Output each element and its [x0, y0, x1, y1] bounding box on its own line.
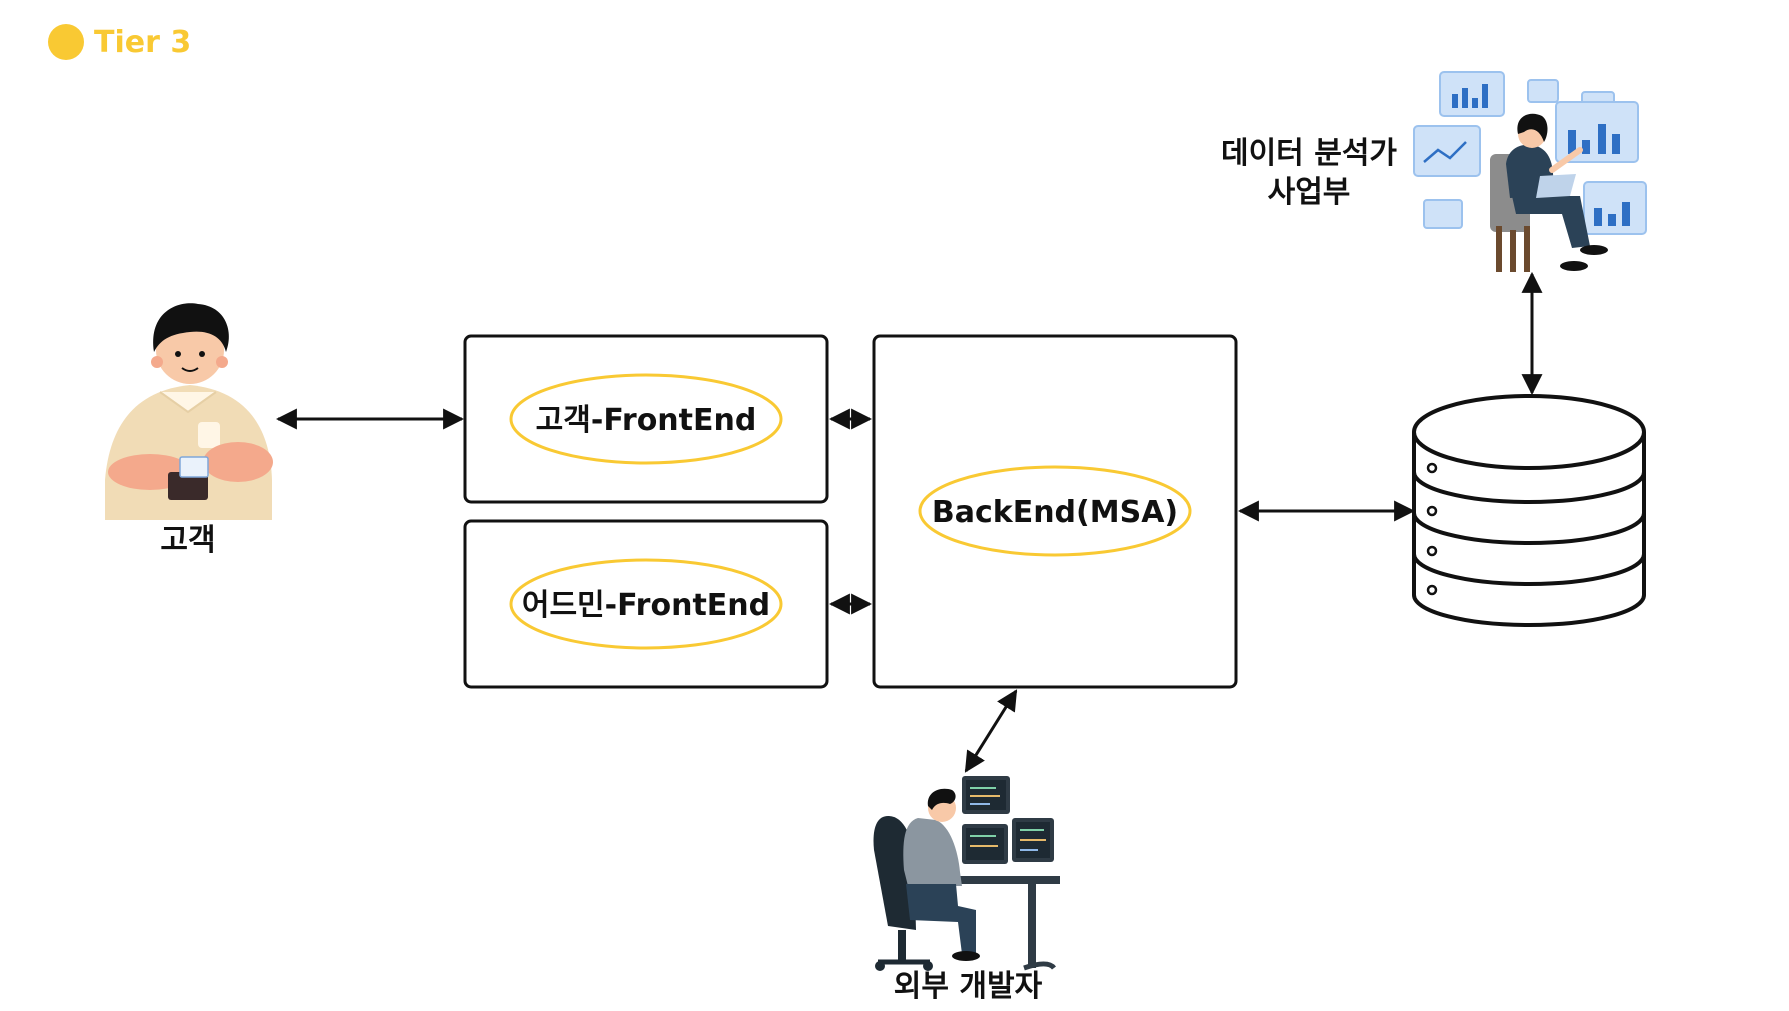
admin-frontend-oval [509, 558, 783, 650]
data-analyst-person-icon [1413, 71, 1647, 272]
tier-badge: Tier 3 [48, 24, 191, 60]
developer-label: 외부 개발자 [894, 969, 1043, 1004]
database-cylinder-icon [1412, 394, 1646, 627]
analyst-label-line1: 데이터 분석가 [1221, 136, 1397, 171]
admin-frontend-label: 어드민-FrontEnd [522, 588, 770, 623]
backend-oval [918, 465, 1192, 557]
customer-person-icon [105, 303, 273, 520]
backend-label: BackEnd(MSA) [932, 495, 1178, 530]
customer-frontend-oval [509, 373, 783, 465]
customer-frontend-label: 고객-FrontEnd [536, 403, 757, 438]
analyst-label-line2: 사업부 [1268, 175, 1351, 210]
tier-label: Tier 3 [94, 24, 192, 60]
backend-to-developer-arrow [964, 689, 1018, 773]
customer-label: 고객 [160, 523, 215, 558]
tier-dot-icon [48, 24, 84, 60]
developer-at-desk-icon [873, 776, 1060, 971]
